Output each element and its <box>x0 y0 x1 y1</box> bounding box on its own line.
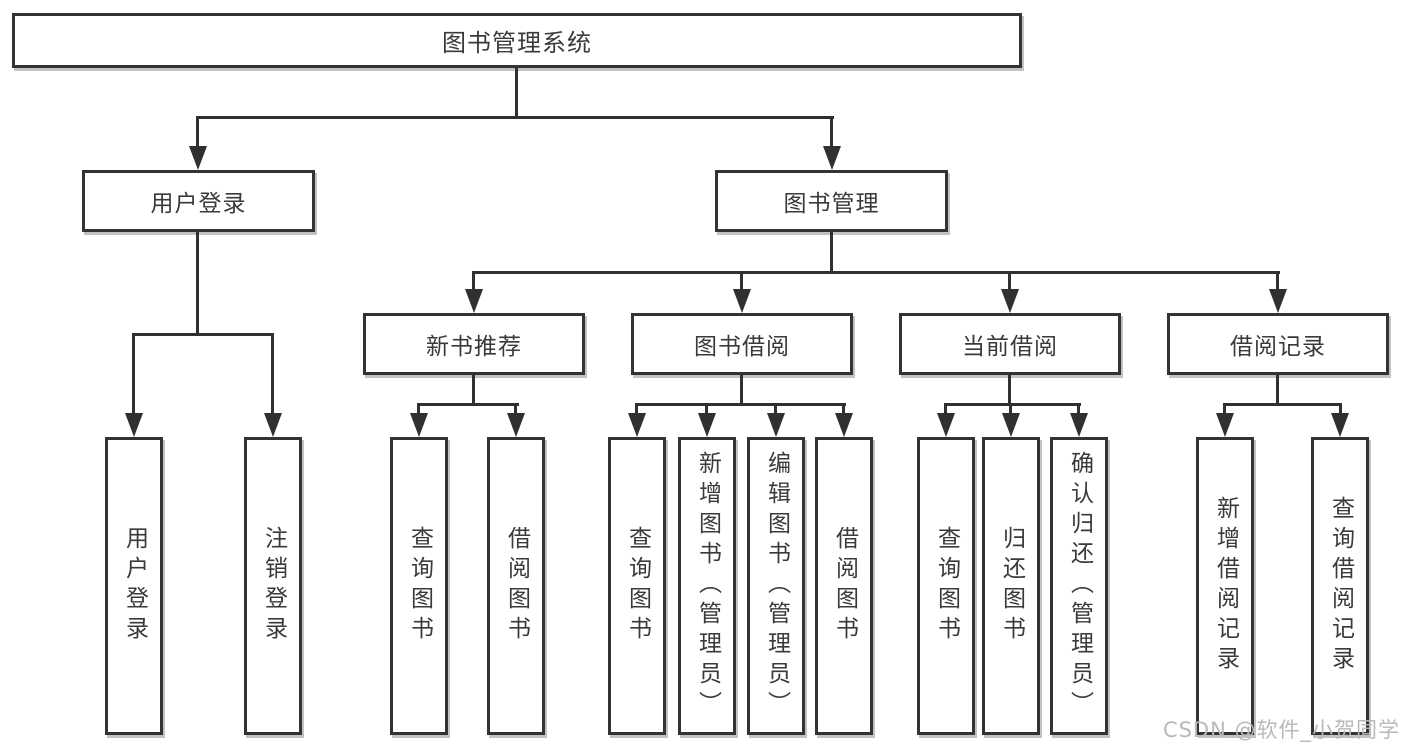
connector-drop-leaf <box>132 333 135 417</box>
arrow-down-icon <box>264 413 282 437</box>
node-user-login-branch: 用户登录 <box>82 170 315 232</box>
leaf-return-book: 归还图书 <box>982 437 1040 735</box>
leaf-confirm-return-admin: 确认归还（管理员） <box>1050 437 1108 735</box>
connector-group-rail <box>1223 403 1342 406</box>
connector-group-stub <box>1008 373 1011 406</box>
node-borrow-records: 借阅记录 <box>1167 313 1389 375</box>
arrow-down-icon <box>767 413 785 437</box>
arrow-down-icon <box>823 146 841 170</box>
arrow-down-icon <box>835 413 853 437</box>
arrow-down-icon <box>410 413 428 437</box>
connector-drop-leaf <box>1077 403 1080 417</box>
connector-group-stub <box>740 373 743 406</box>
connector-drop-leaf <box>1223 403 1226 417</box>
connector-drop-leaf <box>1339 403 1342 417</box>
leaf-query-books-recommend: 查询图书 <box>390 437 448 735</box>
leaf-add-borrow-record: 新增借阅记录 <box>1196 437 1254 735</box>
node-book-borrow: 图书借阅 <box>631 313 853 375</box>
connector-book-management-stub <box>830 230 833 274</box>
arrow-down-icon <box>628 413 646 437</box>
connector-drop-leaf <box>417 403 420 417</box>
leaf-user-login: 用户登录 <box>105 437 163 735</box>
node-root: 图书管理系统 <box>12 13 1022 68</box>
connector-drop-leaf <box>514 403 517 417</box>
connector-drop-book-management <box>830 116 833 150</box>
connector-drop-leaf <box>635 403 638 417</box>
arrow-down-icon <box>1001 289 1019 313</box>
connector-drop-leaf <box>842 403 845 417</box>
connector-level2-rail <box>197 116 834 119</box>
connector-drop-level3 <box>472 271 475 296</box>
leaf-edit-book-admin: 编辑图书（管理员） <box>747 437 805 735</box>
leaf-query-borrow-record: 查询借阅记录 <box>1311 437 1369 735</box>
leaf-logout: 注销登录 <box>244 437 302 735</box>
leaf-query-books-current: 查询图书 <box>917 437 975 735</box>
connector-user-login-stub <box>196 230 199 336</box>
arrow-down-icon <box>189 146 207 170</box>
connector-group-rail <box>944 403 1081 406</box>
connector-drop-user-login <box>196 116 199 150</box>
connector-user-login-rail <box>132 333 274 336</box>
leaf-query-books-borrow: 查询图书 <box>608 437 666 735</box>
leaf-add-book-admin: 新增图书（管理员） <box>678 437 736 735</box>
arrow-down-icon <box>465 289 483 313</box>
connector-drop-level3 <box>1008 271 1011 296</box>
arrow-down-icon <box>733 289 751 313</box>
connector-drop-leaf <box>1009 403 1012 417</box>
connector-drop-leaf <box>271 333 274 417</box>
connector-drop-leaf <box>944 403 947 417</box>
connector-group-rail <box>635 403 846 406</box>
arrow-down-icon <box>1002 413 1020 437</box>
connector-level3-rail <box>472 271 1280 274</box>
arrow-down-icon <box>1216 413 1234 437</box>
connector-drop-level3 <box>1276 271 1279 296</box>
connector-group-stub <box>1276 373 1279 406</box>
arrow-down-icon <box>507 413 525 437</box>
arrow-down-icon <box>1070 413 1088 437</box>
arrow-down-icon <box>125 413 143 437</box>
connector-drop-leaf <box>705 403 708 417</box>
leaf-borrow-books-borrow: 借阅图书 <box>815 437 873 735</box>
connector-drop-leaf <box>774 403 777 417</box>
arrow-down-icon <box>1269 289 1287 313</box>
node-book-management: 图书管理 <box>715 170 948 232</box>
node-current-borrow: 当前借阅 <box>899 313 1121 375</box>
watermark: CSDN @软件_小贺同学 <box>1162 718 1400 742</box>
connector-drop-level3 <box>740 271 743 296</box>
leaf-borrow-books-recommend: 借阅图书 <box>487 437 545 735</box>
arrow-down-icon <box>937 413 955 437</box>
arrow-down-icon <box>1331 413 1349 437</box>
connector-group-stub <box>472 373 475 406</box>
arrow-down-icon <box>698 413 716 437</box>
connector-group-rail <box>417 403 519 406</box>
connector-root-stub <box>515 68 518 118</box>
node-new-book-recommend: 新书推荐 <box>363 313 585 375</box>
